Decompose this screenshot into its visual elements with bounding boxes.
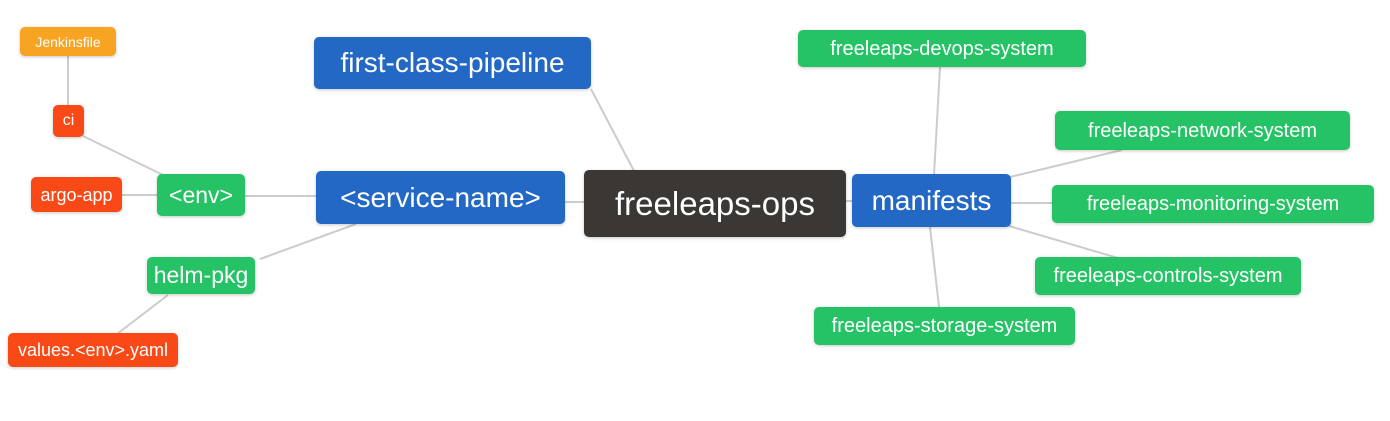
node-first-class-pipeline[interactable]: first-class-pipeline [314,37,591,89]
node-label: Jenkinsfile [35,33,101,50]
node-freeleaps-network-system[interactable]: freeleaps-network-system [1055,111,1350,150]
edge-manifests-network [1009,149,1123,178]
node-label: freeleaps-ops [615,185,815,222]
node-label: values.<env>.yaml [17,340,169,360]
edge-fcp-root [590,88,635,172]
node-label: ci [62,112,75,129]
node-label: freeleaps-network-system [1088,119,1317,142]
node-label: freeleaps-controls-system [1053,265,1283,287]
node-freeleaps-monitoring-system[interactable]: freeleaps-monitoring-system [1052,185,1374,223]
node-label: freeleaps-monitoring-system [1086,193,1340,215]
edge-helm-pkg-values [116,294,169,335]
edge-ci-env [82,135,164,176]
node-label: freeleaps-devops-system [830,37,1054,60]
node-freeleaps-devops-system[interactable]: freeleaps-devops-system [798,30,1086,67]
node-env[interactable]: <env> [157,174,245,216]
edge-service-name-helm-pkg [259,223,357,260]
node-argo-app[interactable]: argo-app [31,177,122,212]
node-label: manifests [871,184,992,216]
node-helm-pkg[interactable]: helm-pkg [147,257,255,294]
node-manifests[interactable]: manifests [852,174,1011,227]
node-values-env-yaml[interactable]: values.<env>.yaml [8,333,178,367]
node-freeleaps-controls-system[interactable]: freeleaps-controls-system [1035,257,1301,295]
node-label: <env> [169,181,233,208]
edge-manifests-controls [1008,225,1119,259]
node-label: <service-name> [340,181,541,213]
node-service-name[interactable]: <service-name> [316,171,565,224]
edge-manifests-devops [933,66,941,176]
node-freeleaps-storage-system[interactable]: freeleaps-storage-system [814,307,1075,345]
node-freeleaps-ops-root[interactable]: freeleaps-ops [584,170,846,237]
node-jenkinsfile[interactable]: Jenkinsfile [20,27,116,56]
node-label: argo-app [40,184,113,205]
node-label: freeleaps-storage-system [831,315,1058,337]
node-label: helm-pkg [153,262,249,288]
node-label: first-class-pipeline [340,47,565,78]
edge-manifests-storage [929,226,940,308]
node-ci[interactable]: ci [53,105,84,137]
